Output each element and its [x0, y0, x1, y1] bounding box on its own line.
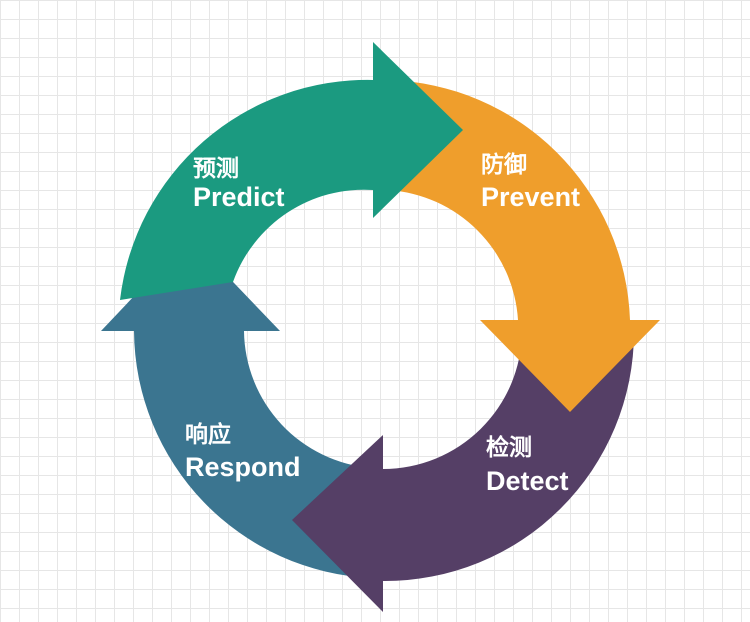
predict-arrow: [120, 42, 463, 300]
prevent-label-cn: 防御: [481, 151, 527, 177]
respond-label-cn: 响应: [185, 421, 231, 447]
detect-label-cn: 检测: [486, 434, 532, 460]
predict-label-cn: 预测: [193, 155, 239, 181]
respond-arrow: [101, 237, 372, 578]
respond-label-en: Respond: [185, 452, 301, 482]
detect-label-en: Detect: [486, 466, 569, 496]
predict-label-en: Predict: [193, 182, 285, 212]
prevent-arrow: [388, 80, 660, 412]
detect-arrow: [292, 332, 634, 612]
prevent-label-en: Prevent: [481, 182, 580, 212]
